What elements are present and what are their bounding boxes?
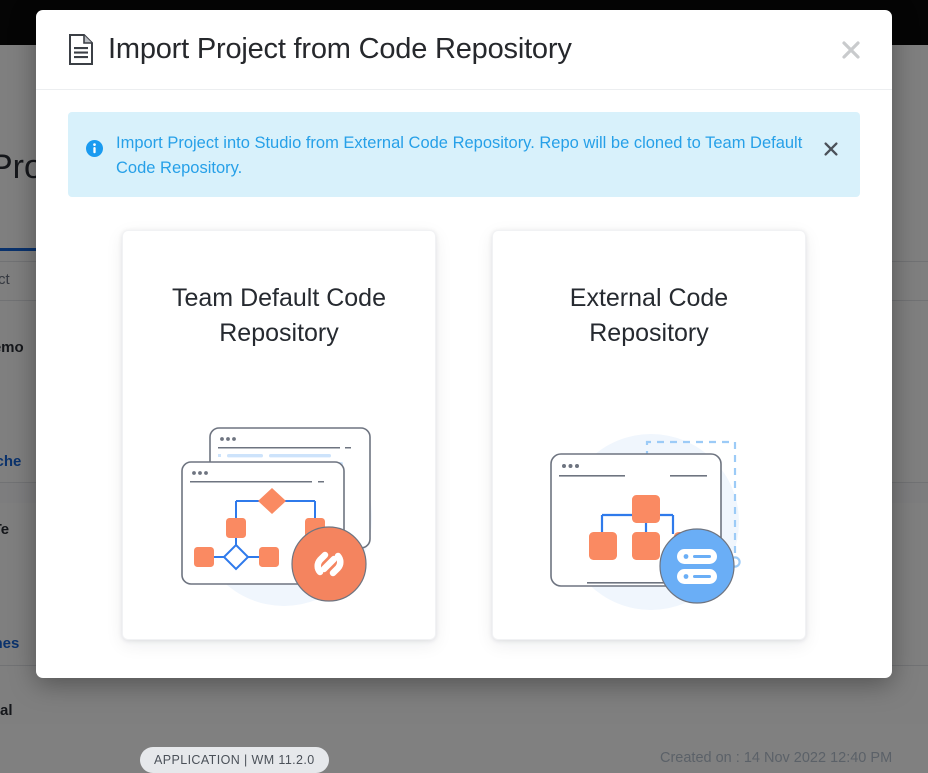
option-card-external-code-repository[interactable]: External Code Repository bbox=[492, 230, 806, 640]
flow-diagram-illustration bbox=[123, 418, 435, 633]
info-banner-text: Import Project into Studio from External… bbox=[116, 134, 803, 177]
option-card-team-default-code-repository[interactable]: Team Default Code Repository bbox=[122, 230, 436, 640]
banner-close-icon[interactable] bbox=[818, 136, 844, 162]
modal-header: Import Project from Code Repository bbox=[36, 10, 892, 90]
close-icon[interactable] bbox=[834, 33, 868, 67]
link-icon bbox=[314, 551, 344, 577]
created-on-text: Created on : 14 Nov 2022 12:40 PM bbox=[660, 750, 893, 766]
option-card-title: Team Default Code Repository bbox=[171, 284, 386, 347]
modal-body: Import Project into Studio from External… bbox=[36, 90, 892, 678]
status-badge: APPLICATION | WM 11.2.0 bbox=[140, 747, 329, 773]
tree-diagram-illustration bbox=[493, 418, 805, 633]
import-project-modal: Import Project from Code Repository Impo… bbox=[36, 10, 892, 678]
modal-title: Import Project from Code Repository bbox=[108, 33, 572, 65]
info-banner: Import Project into Studio from External… bbox=[68, 112, 860, 197]
option-card-title: External Code Repository bbox=[569, 284, 729, 347]
document-icon bbox=[68, 34, 94, 65]
repository-options: Team Default Code Repository bbox=[68, 230, 860, 640]
info-icon bbox=[86, 140, 103, 157]
